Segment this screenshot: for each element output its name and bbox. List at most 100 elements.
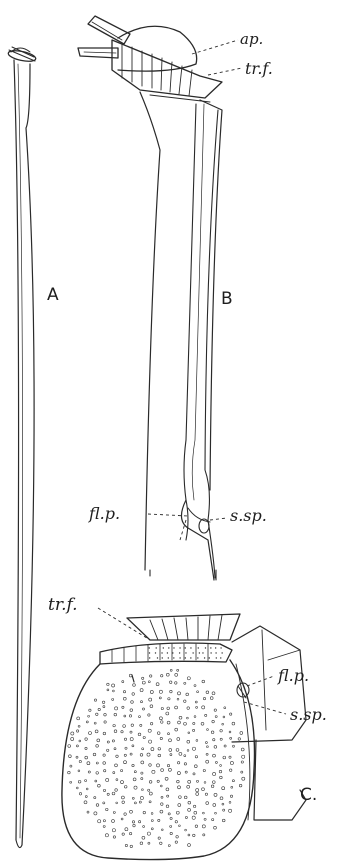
punctum bbox=[212, 720, 215, 723]
punctum bbox=[167, 764, 169, 766]
punctum bbox=[86, 788, 88, 790]
punctum bbox=[121, 731, 123, 733]
punctum bbox=[159, 717, 162, 720]
punctum bbox=[170, 754, 172, 756]
punctum bbox=[230, 713, 232, 715]
punctum bbox=[168, 813, 170, 815]
punctum bbox=[140, 842, 143, 845]
punctum bbox=[107, 741, 109, 743]
punctum bbox=[157, 732, 160, 735]
punctum bbox=[123, 725, 126, 728]
label-flp-c: fl.p. bbox=[277, 666, 309, 685]
punctum bbox=[202, 788, 205, 791]
punctum bbox=[198, 647, 199, 648]
punctum bbox=[161, 796, 163, 798]
punctum bbox=[103, 706, 105, 708]
punctum bbox=[172, 652, 173, 653]
punctum bbox=[85, 780, 87, 782]
punctum bbox=[214, 746, 217, 749]
punctum bbox=[149, 698, 152, 701]
punctum bbox=[195, 701, 197, 703]
punctum bbox=[132, 693, 135, 696]
punctum bbox=[230, 737, 232, 739]
punctum bbox=[149, 801, 151, 803]
punctum bbox=[166, 712, 169, 715]
leader-trf-b bbox=[208, 68, 242, 75]
punctum bbox=[206, 802, 209, 805]
punctum bbox=[124, 715, 126, 717]
punctum bbox=[88, 715, 90, 717]
punctum bbox=[192, 729, 194, 731]
punctum bbox=[177, 669, 179, 671]
punctum bbox=[107, 689, 109, 691]
punctum bbox=[93, 753, 96, 756]
punctum bbox=[161, 803, 164, 806]
punctum bbox=[142, 677, 144, 679]
punctum bbox=[94, 812, 97, 815]
punctum bbox=[116, 802, 118, 804]
punctum bbox=[210, 697, 213, 700]
punctum bbox=[175, 821, 177, 823]
punctum bbox=[201, 722, 204, 725]
punctum bbox=[115, 789, 118, 792]
label-flp-b: fl.p. bbox=[88, 504, 120, 523]
punctum bbox=[104, 770, 106, 772]
punctum bbox=[78, 725, 80, 727]
punctum bbox=[85, 747, 87, 749]
punctum bbox=[140, 701, 142, 703]
punctum bbox=[179, 657, 180, 658]
punctum bbox=[122, 706, 124, 708]
punctum bbox=[76, 756, 78, 758]
punctum bbox=[121, 818, 123, 820]
punctum bbox=[140, 724, 142, 726]
punctum bbox=[115, 707, 118, 710]
label-ssp-c: s.sp. bbox=[290, 705, 327, 724]
punctum bbox=[216, 657, 217, 658]
punctum bbox=[142, 681, 145, 684]
punctum bbox=[204, 818, 206, 820]
punctum bbox=[89, 709, 91, 711]
punctum bbox=[169, 739, 172, 742]
punctum bbox=[184, 796, 187, 799]
punctum bbox=[122, 801, 125, 804]
punctum bbox=[219, 770, 222, 773]
punctum bbox=[173, 647, 174, 648]
punctum bbox=[203, 769, 205, 771]
punctum bbox=[85, 796, 87, 798]
punctum bbox=[241, 771, 243, 773]
punctum bbox=[134, 802, 136, 804]
punctum bbox=[241, 761, 243, 763]
punctum bbox=[141, 778, 143, 780]
punctum bbox=[177, 738, 180, 741]
punctum bbox=[97, 739, 100, 742]
punctum bbox=[166, 673, 169, 676]
punctum bbox=[160, 737, 162, 739]
punctum bbox=[143, 811, 145, 813]
punctae bbox=[68, 647, 245, 847]
punctum bbox=[87, 762, 90, 765]
punctum bbox=[199, 652, 200, 653]
punctum bbox=[156, 647, 157, 648]
punctum bbox=[202, 680, 205, 683]
punctum bbox=[188, 844, 191, 847]
punctum bbox=[222, 723, 224, 725]
punctum bbox=[178, 804, 181, 807]
punctum bbox=[196, 789, 199, 792]
punctum bbox=[196, 793, 199, 796]
punctum bbox=[140, 754, 143, 757]
punctum bbox=[96, 713, 98, 715]
punctum bbox=[125, 828, 128, 831]
punctum bbox=[178, 721, 181, 724]
punctum bbox=[188, 780, 191, 783]
punctum bbox=[229, 756, 231, 758]
punctum bbox=[79, 760, 81, 762]
punctum bbox=[161, 652, 162, 653]
punctum bbox=[113, 811, 115, 813]
punctum bbox=[193, 722, 195, 724]
punctum bbox=[125, 747, 127, 749]
punctum bbox=[94, 797, 96, 799]
punctum bbox=[141, 789, 143, 791]
punctum bbox=[132, 821, 134, 823]
punctum bbox=[213, 772, 216, 775]
